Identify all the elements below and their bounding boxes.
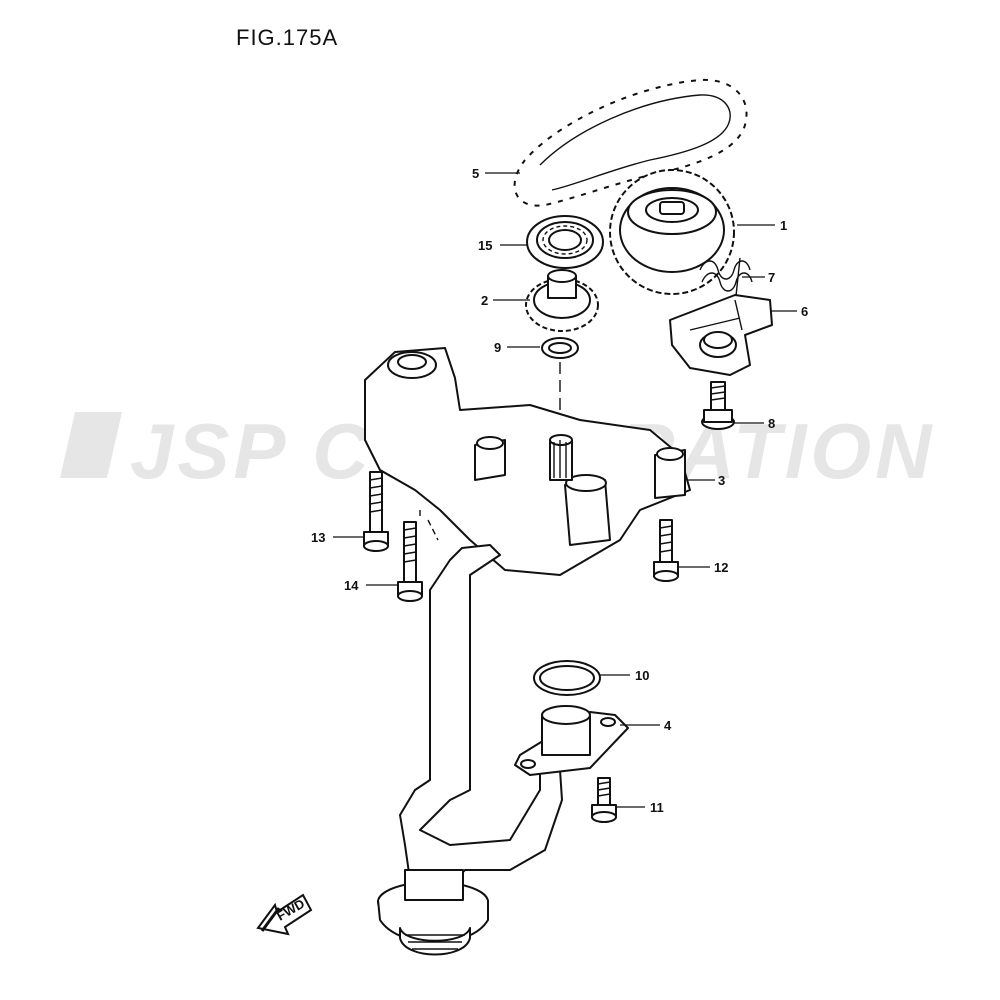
part-bolt-11[interactable] — [591, 777, 617, 823]
part-bolt-12[interactable] — [653, 519, 679, 582]
fwd-arrow-icon — [256, 893, 313, 936]
fwd-direction-marker: FWD — [256, 893, 313, 936]
callout-13-label: 13 — [311, 530, 325, 545]
part-oil-pump[interactable] — [364, 347, 691, 576]
callout-4: 4 — [620, 718, 672, 733]
callout-8-label: 8 — [768, 416, 775, 431]
callout-10-label: 10 — [635, 668, 649, 683]
callout-5-label: 5 — [472, 166, 479, 181]
callout-14: 14 — [344, 578, 398, 593]
callout-1: 1 — [737, 218, 787, 233]
callout-2: 2 — [481, 293, 530, 308]
callout-5: 5 — [472, 166, 520, 181]
callout-3: 3 — [688, 473, 725, 488]
part-tensioner[interactable] — [669, 294, 773, 376]
callout-1-label: 1 — [780, 218, 787, 233]
callout-4-label: 4 — [664, 718, 672, 733]
callout-13: 13 — [311, 530, 364, 545]
callout-2-label: 2 — [481, 293, 488, 308]
watermark-logo-icon — [60, 412, 122, 478]
callout-9: 9 — [494, 340, 540, 355]
callout-12-label: 12 — [714, 560, 728, 575]
part-chain[interactable] — [512, 77, 749, 209]
part-spring[interactable] — [699, 257, 753, 297]
figure-title: FIG.175A — [236, 25, 338, 50]
part-sprocket-small[interactable] — [525, 269, 599, 332]
callout-14-label: 14 — [344, 578, 359, 593]
part-flange[interactable] — [514, 705, 629, 776]
part-oil-strainer-pipe[interactable] — [377, 544, 563, 956]
callout-6-label: 6 — [801, 304, 808, 319]
callout-10: 10 — [600, 668, 649, 683]
part-washer[interactable] — [541, 337, 579, 359]
callout-8: 8 — [734, 416, 775, 431]
callout-3-label: 3 — [718, 473, 725, 488]
callout-15-label: 15 — [478, 238, 492, 253]
callout-7: 7 — [742, 270, 775, 285]
part-shoulder-bolt[interactable] — [701, 381, 735, 430]
part-bolt-14[interactable] — [397, 521, 423, 602]
callout-7-label: 7 — [768, 270, 775, 285]
callout-11-label: 11 — [650, 800, 664, 815]
callout-12: 12 — [678, 560, 728, 575]
part-sprocket-large[interactable] — [609, 169, 735, 295]
callout-6: 6 — [770, 304, 808, 319]
callout-9-label: 9 — [494, 340, 501, 355]
callout-11: 11 — [616, 800, 664, 815]
part-bolt-13[interactable] — [363, 471, 389, 552]
part-bearing[interactable] — [526, 215, 604, 269]
callout-15: 15 — [478, 238, 528, 253]
part-o-ring[interactable] — [533, 660, 601, 696]
